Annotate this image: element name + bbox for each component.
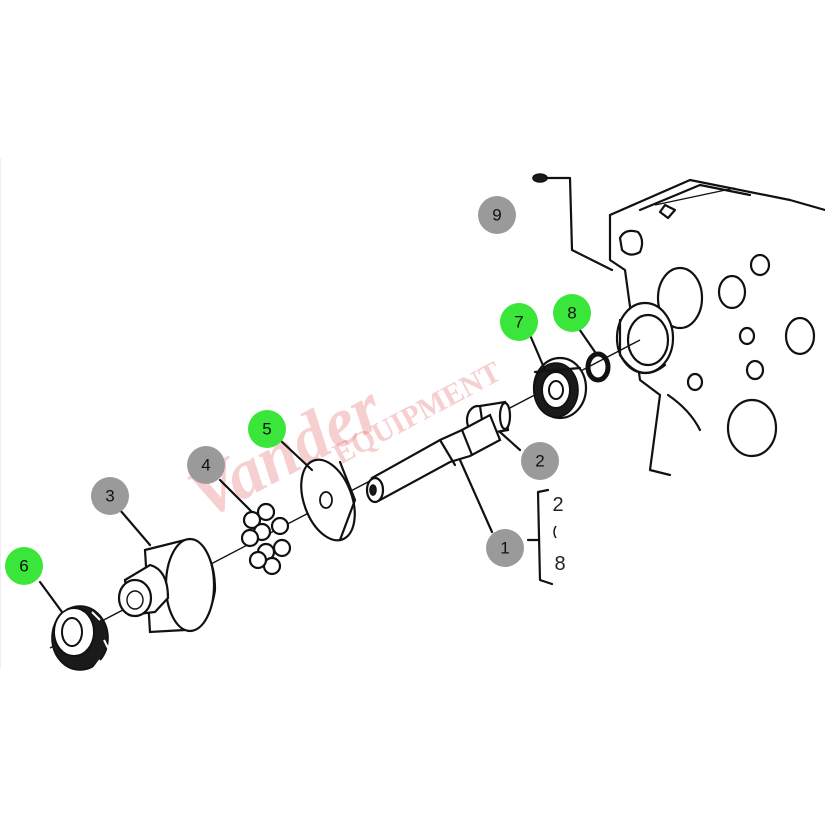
range-bracket: [536, 488, 554, 586]
callout-9: 9: [478, 196, 516, 234]
range-from: 2: [552, 494, 563, 516]
svg-text:5: 5: [262, 420, 271, 439]
part-3-hub: [117, 537, 217, 634]
leader-lines: [38, 321, 597, 614]
callout-4: 4: [187, 446, 225, 484]
engine-block: [608, 178, 825, 477]
callout-3: 3: [91, 477, 129, 515]
svg-text:7: 7: [514, 313, 523, 332]
part-1-shaft: [365, 413, 502, 504]
leader-9: [543, 176, 614, 272]
svg-text:9: 9: [492, 206, 501, 225]
callout-1: 1: [486, 529, 524, 567]
part-7-bearing: [532, 356, 588, 420]
range-tilde: [553, 525, 557, 539]
svg-text:8: 8: [567, 304, 576, 323]
svg-text:1: 1: [500, 539, 509, 558]
callout-6: 6: [5, 547, 43, 585]
callout-7: 7: [500, 303, 538, 341]
part-8-ring: [585, 351, 611, 383]
callout-5: 5: [248, 410, 286, 448]
svg-text:2: 2: [535, 452, 544, 471]
part-4-balls: [240, 502, 292, 576]
part-9-plug: [532, 173, 548, 183]
part-5-washer: [300, 458, 357, 542]
svg-text:4: 4: [201, 456, 210, 475]
svg-text:3: 3: [105, 487, 114, 506]
callout-8: 8: [553, 294, 591, 332]
part-6-gear: [51, 604, 109, 671]
callout-2: 2: [521, 442, 559, 480]
svg-text:6: 6: [19, 557, 28, 576]
range-to: 8: [554, 553, 565, 575]
